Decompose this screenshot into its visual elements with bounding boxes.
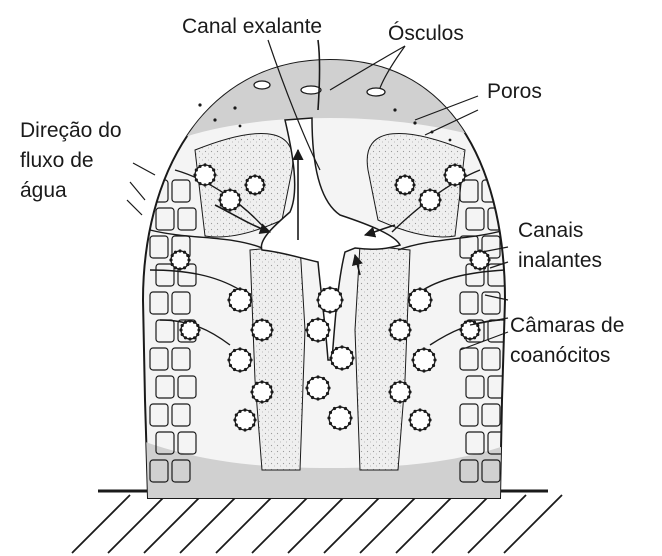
label-direcao-line2: fluxo de bbox=[20, 149, 94, 172]
sponge-body bbox=[140, 60, 520, 500]
label-canal-exalante: Canal exalante bbox=[182, 15, 322, 38]
label-direcao-line3: água bbox=[20, 179, 67, 202]
label-camaras-line1: Câmaras de bbox=[510, 314, 624, 337]
label-camaras-line2: coanócitos bbox=[510, 344, 610, 367]
label-poros: Poros bbox=[487, 80, 542, 103]
label-canais-line1: Canais bbox=[518, 219, 583, 242]
label-direcao-line1: Direção do bbox=[20, 119, 122, 142]
substrate bbox=[72, 491, 562, 553]
label-osculos: Ósculos bbox=[388, 22, 464, 45]
label-canais-line2: inalantes bbox=[518, 249, 602, 272]
